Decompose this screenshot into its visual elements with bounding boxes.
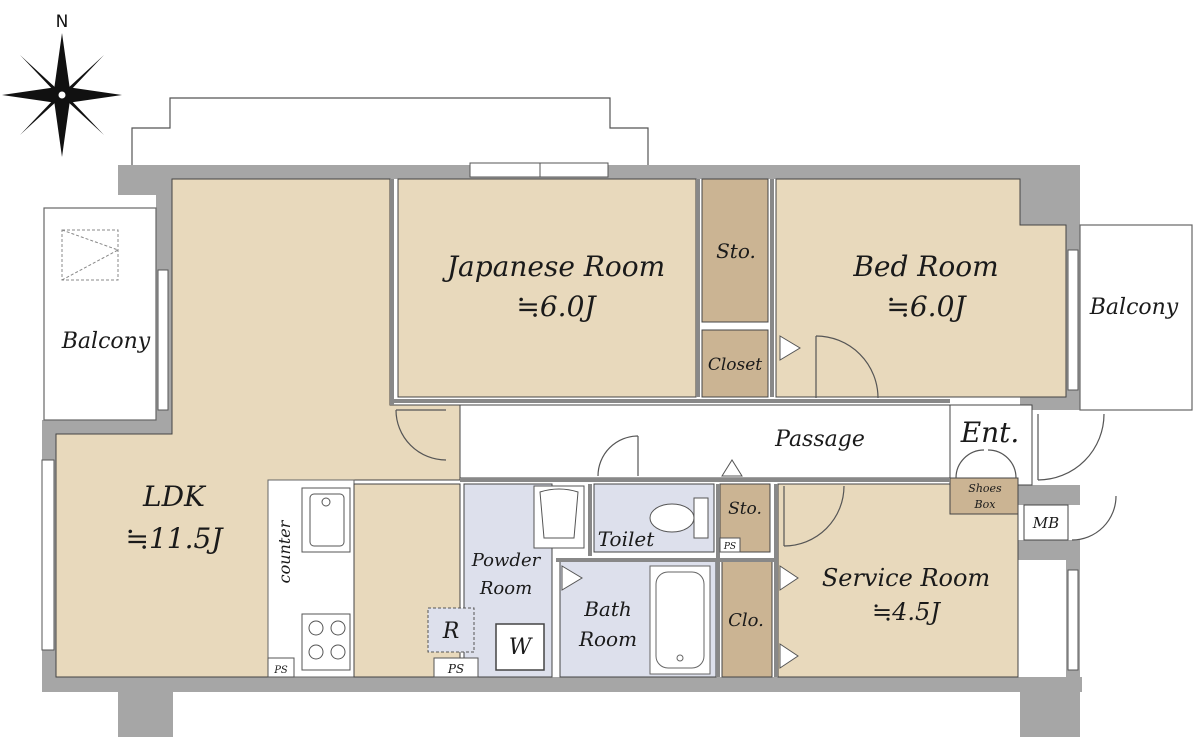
ps-label-toilet: PS xyxy=(723,542,736,552)
refrigerator-label: R xyxy=(442,619,460,644)
ps-label-powder: PS xyxy=(447,662,464,676)
room-fills xyxy=(55,178,1069,678)
balcony-right-label: Balcony xyxy=(1089,295,1179,320)
counter-label: counter xyxy=(275,519,294,583)
passage-label: Passage xyxy=(774,427,865,452)
closet-label: Closet xyxy=(708,355,762,375)
service-room-size: ≒4.5J xyxy=(872,598,941,626)
north-label: N xyxy=(56,12,69,32)
bed-room-label: Bed Room xyxy=(852,250,998,283)
washbasin-icon xyxy=(533,485,585,549)
balcony-right xyxy=(1079,224,1193,411)
refrigerator-icon xyxy=(427,607,475,653)
bath-room-label-1: Bath xyxy=(583,597,632,621)
hatch xyxy=(61,229,119,281)
shoes-box-label-2: Box xyxy=(974,498,997,511)
closet-short-label: Clo. xyxy=(728,610,764,631)
upper-outline xyxy=(131,97,649,165)
side-windows xyxy=(41,249,1079,671)
storage-top-label: Sto. xyxy=(716,239,756,263)
powder-room-label-2: Room xyxy=(479,578,532,599)
shoes-box-label-1: Shoes xyxy=(968,482,1002,495)
doors xyxy=(395,335,1117,547)
bath-room-label-2: Room xyxy=(578,627,637,651)
balcony-left xyxy=(43,207,157,421)
mb-label: MB xyxy=(1032,514,1059,532)
service-room-label: Service Room xyxy=(822,564,990,592)
compass-icon xyxy=(2,33,122,157)
ldk-size: ≒11.5J xyxy=(125,522,224,555)
toilet-icon xyxy=(649,497,709,539)
washer-icon xyxy=(495,623,545,671)
toilet-label: Toilet xyxy=(598,527,655,551)
kitchen-fixtures xyxy=(267,487,351,678)
sliding-markers xyxy=(561,335,801,669)
washer-label: W xyxy=(509,635,534,660)
japanese-room-label: Japanese Room xyxy=(442,250,665,283)
japanese-room-size: ≒6.0J xyxy=(516,290,597,323)
bed-room-size: ≒6.0J xyxy=(886,290,967,323)
storage-mid-label: Sto. xyxy=(728,499,762,519)
ldk-label: LDK xyxy=(142,480,207,513)
top-windows xyxy=(469,162,609,178)
entrance-label: Ent. xyxy=(960,416,1020,449)
ps-label-kitchen: PS xyxy=(273,665,288,676)
balcony-left-label: Balcony xyxy=(61,329,151,354)
interior-walls xyxy=(390,179,950,677)
powder-room-label-1: Powder xyxy=(471,550,542,571)
